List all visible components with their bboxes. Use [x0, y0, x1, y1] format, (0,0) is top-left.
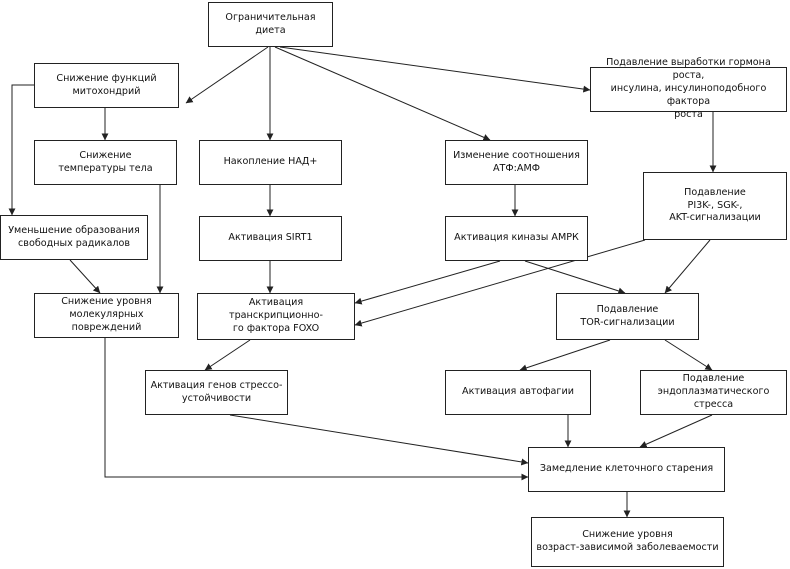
node-er-stress: Подавление эндоплазматического стресса — [640, 370, 787, 415]
node-foxo-activation: Активация транскрипционно- го фактора FO… — [197, 293, 355, 340]
node-atp-amp-ratio: Изменение соотношения АТФ:АМФ — [445, 140, 588, 185]
edge-pi3k-tor — [664, 239, 711, 294]
edge-tor-autophagy — [519, 339, 611, 372]
edge-stress-aging — [229, 414, 529, 466]
node-age-morbidity: Снижение уровня возраст-зависимой заболе… — [531, 517, 724, 567]
node-nad-accumulation: Накопление НАД+ — [199, 140, 342, 185]
node-mitochondria-decline: Снижение функций митохондрий — [34, 63, 179, 108]
node-stress-genes: Активация генов стрессо- устойчивости — [145, 370, 288, 415]
edge-diet-growth — [279, 46, 591, 93]
node-sirt1-activation: Активация SIRT1 — [199, 216, 342, 261]
edge-ampk-tor — [524, 260, 626, 295]
edge-tor-er — [664, 339, 713, 371]
node-tor-suppression: Подавление TOR-сигнализации — [556, 293, 699, 340]
node-ampk-activation: Активация киназы АМРК — [445, 216, 588, 261]
edge-diet-atf — [274, 46, 491, 141]
node-restrictive-diet: Ограничительная диета — [208, 2, 333, 47]
edge-ampk-foxo — [354, 260, 501, 305]
node-body-temperature: Снижение температуры тела — [34, 140, 177, 185]
node-free-radicals: Уменьшение образования свободных радикал… — [0, 215, 148, 260]
node-growth-hormone-suppression: Подавление выработки гормона роста, инсу… — [590, 57, 787, 120]
edge-damage-aging — [104, 338, 529, 481]
edge-pi3k-foxo — [354, 239, 646, 327]
edge-radicals-damage — [69, 259, 101, 294]
node-pi3k-suppression: Подавление PI3K-, SGK-, AKT-сигнализации — [643, 172, 787, 240]
edge-diet-mito — [185, 46, 269, 104]
node-cell-aging: Замедление клеточного старения — [528, 447, 725, 492]
edge-mito-radicals — [8, 84, 34, 216]
edge-er-aging — [639, 414, 713, 448]
node-autophagy: Активация автофагии — [445, 370, 591, 415]
edge-foxo-stress — [204, 339, 251, 371]
node-molecular-damage: Снижение уровня молекулярных повреждений — [34, 293, 179, 338]
